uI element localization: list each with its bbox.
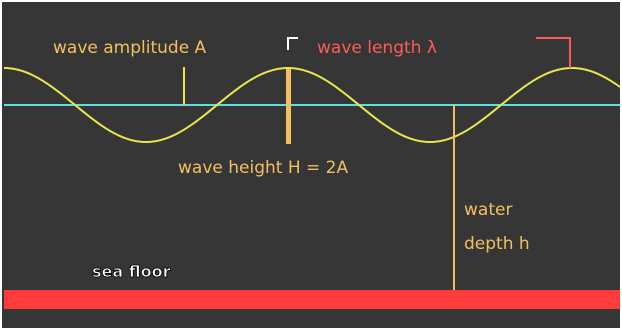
water-depth-label-line2: depth h [464, 234, 530, 254]
sea-floor-label: sea floor [92, 262, 171, 281]
wave-curve [3, 66, 621, 144]
sea-floor-band [4, 290, 620, 309]
diagram-background [2, 2, 620, 328]
wavelength-bracket-left [287, 37, 298, 50]
wave-height-bar [286, 69, 291, 144]
wavelength-label: wave length λ [317, 38, 437, 58]
water-depth-label-line1: water [464, 200, 512, 220]
wave-height-label: wave height H = 2A [178, 158, 348, 178]
amplitude-label: wave amplitude A [53, 38, 207, 58]
wavelength-bracket-right [536, 37, 571, 68]
